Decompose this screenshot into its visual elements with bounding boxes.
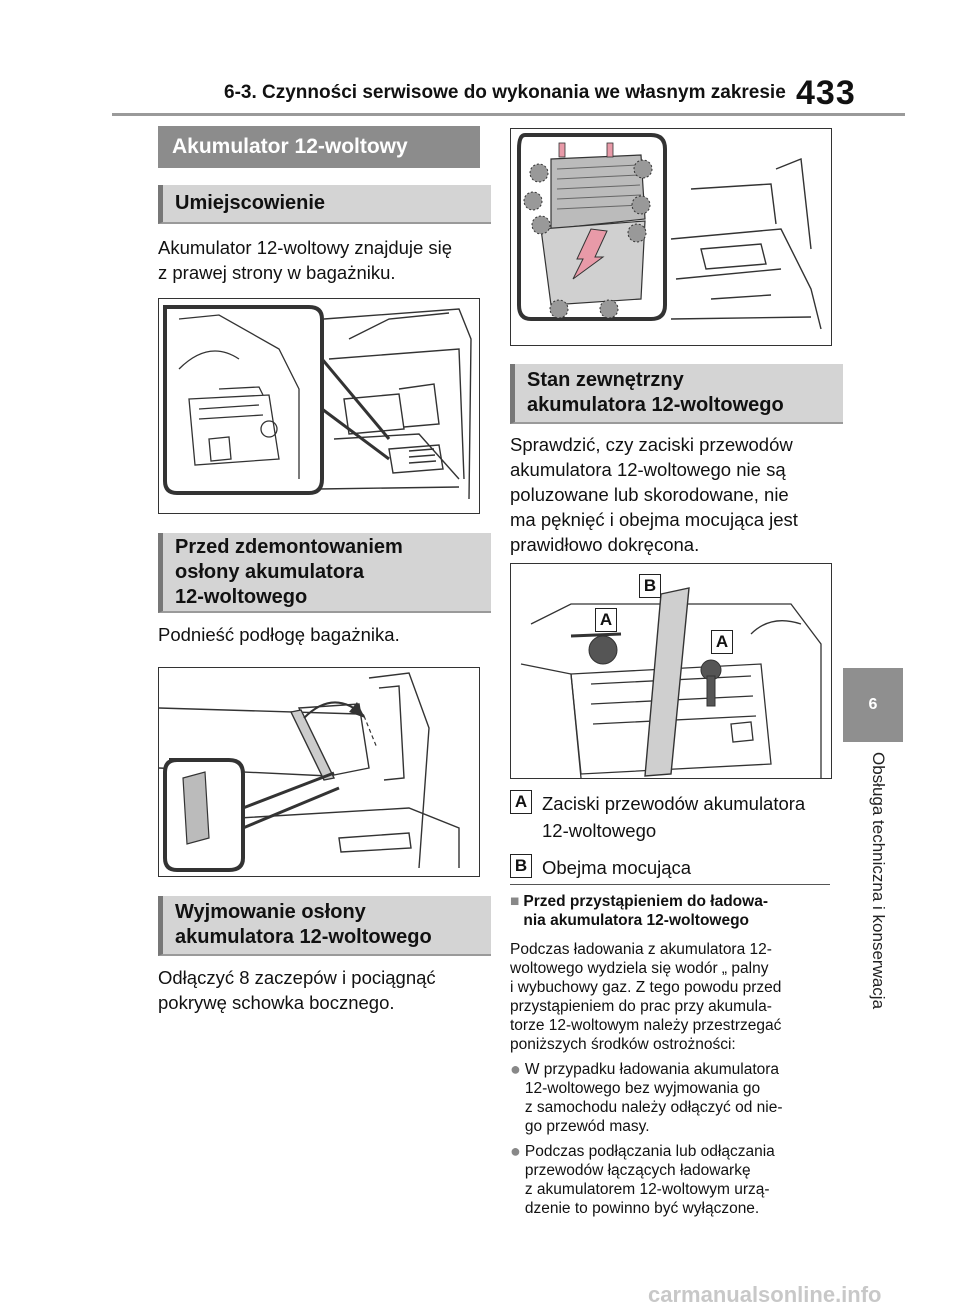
location-paragraph: Akumulator 12-woltowy znajduje się z pra… [158, 235, 488, 285]
cover-removal-paragraph: Odłączyć 8 zaczepów i pociągnąć pokrywę … [158, 965, 488, 1015]
text-line: poniższych środków ostrożności: [510, 1036, 736, 1053]
text-line: Podczas podłączania lub odłączania [524, 1143, 775, 1160]
text-line: przystąpieniem do prac przy akumula- [510, 998, 772, 1015]
side-cover-illustration [517, 133, 822, 330]
bullet-item: ● W przypadku ładowania akumulatora 12-w… [510, 1060, 840, 1136]
battery-condition-paragraph: Sprawdzić, czy zaciski przewodów akumula… [510, 432, 840, 557]
text-line: z samochodu należy odłączyć od nie- [524, 1099, 783, 1116]
running-header-title: 6-3. Czynności serwisowe do wykonania we… [224, 82, 786, 103]
figure-battery-location [158, 298, 480, 514]
chapter-tab-label-wrap: Obsługa techniczna i konserwacja [868, 752, 888, 1082]
bullet-icon: ● [510, 1059, 521, 1079]
figure-legend: A Zaciski przewodów akumulatora 12-wolto… [510, 790, 840, 881]
note-divider [510, 884, 830, 885]
text-line: 12-woltowego bez wyjmowania go [524, 1080, 761, 1097]
heading-line: 12-woltowego [175, 585, 308, 608]
text-line: ma pęknięć i obejma mocująca jest [510, 509, 798, 530]
section-heading-main: Akumulator 12-woltowy [158, 126, 480, 168]
note-block: ■ Przed przystąpieniem do ładowa- nia ak… [510, 892, 840, 1218]
text-line: Sprawdzić, czy zaciski przewodów [510, 434, 793, 455]
legend-text: Zaciski przewodów akumulatora [542, 793, 806, 814]
figure-battery-terminals: B A A [510, 563, 832, 779]
heading-line: nia akumulatora 12-woltowego [523, 912, 750, 929]
figure-label-a-right: A [711, 630, 733, 654]
legend-text: 12-woltowego [542, 820, 657, 841]
text-line: Akumulator 12-woltowy znajduje się [158, 237, 453, 258]
bullet-item: ● Podczas podłączania lub odłączania prz… [510, 1142, 840, 1218]
text-line: i wybuchowy gaz. Z tego powodu przed [510, 979, 782, 996]
text-line: woltowego wydziela się wodór „ palny [510, 960, 769, 977]
note-paragraph: Podczas ładowania z akumulatora 12- wolt… [510, 940, 840, 1054]
figure-label-b: B [639, 574, 661, 598]
legend-key: B [510, 854, 532, 878]
trunk-illustration [163, 305, 472, 500]
text-line: poluzowane lub skorodowane, nie [510, 484, 789, 505]
watermark: carmanualsonline.info [648, 1282, 882, 1307]
bullet-icon: ● [510, 1141, 521, 1161]
text-line: go przewód masy. [524, 1118, 650, 1135]
heading-line: Stan zewnętrzny [527, 369, 684, 391]
figure-label-a-left: A [595, 608, 617, 632]
battery-illustration [520, 587, 822, 778]
section-heading-cover-removal: Wyjmowanie osłony akumulatora 12-woltowe… [158, 896, 491, 956]
text-line: pokrywę schowka bocznego. [158, 992, 395, 1013]
page-number: 433 [796, 74, 856, 112]
trunk-floor-illustration [159, 672, 460, 872]
text-line: przewodów łączących ładowarkę [524, 1162, 751, 1179]
text-line: torze 12-woltowym należy przestrzegać [510, 1017, 782, 1034]
text-line: dzenie to powinno być wyłączone. [524, 1200, 760, 1217]
heading-line: Wyjmowanie osłony [175, 901, 366, 923]
heading-line: Przed przystąpieniem do ładowa- [523, 893, 768, 910]
text-line: z prawej strony w bagażniku. [158, 262, 396, 283]
header-rule [112, 113, 905, 116]
text-line: akumulatora 12-woltowego nie są [510, 459, 786, 480]
figure-side-cover-clips [510, 128, 832, 346]
section-heading-battery-condition: Stan zewnętrzny akumulatora 12-woltowego [510, 364, 843, 424]
chapter-tab-label: Obsługa techniczna i konserwacja [869, 752, 888, 1010]
text-line: W przypadku ładowania akumulatora [524, 1061, 780, 1078]
figure-lift-floor [158, 667, 480, 877]
section-heading-before-removal: Przed zdemontowaniem osłony akumulatora … [158, 533, 491, 613]
section-heading-location: Umiejscowienie [158, 185, 491, 224]
legend-key: A [510, 790, 532, 814]
legend-item: A Zaciski przewodów akumulatora 12-wolto… [510, 790, 840, 844]
heading-line: osłony akumulatora [175, 560, 364, 583]
note-heading: ■ Przed przystąpieniem do ładowa- nia ak… [510, 892, 840, 930]
heading-line: Przed zdemontowaniem [175, 535, 403, 558]
legend-item: B Obejma mocująca [510, 854, 840, 881]
text-line: Odłączyć 8 zaczepów i pociągnąć [158, 967, 436, 988]
legend-text: Obejma mocująca [542, 857, 692, 878]
text-line: z akumulatorem 12-woltowym urzą- [524, 1181, 770, 1198]
heading-line: akumulatora 12-woltowego [175, 926, 432, 948]
chapter-tab-number: 6 [843, 668, 903, 742]
text-line: prawidłowo dokręcona. [510, 534, 700, 555]
heading-line: akumulatora 12-woltowego [527, 394, 784, 416]
note-marker: ■ [510, 893, 520, 910]
text-line: Podczas ładowania z akumulatora 12- [510, 941, 772, 958]
before-removal-paragraph: Podnieść podłogę bagażnika. [158, 624, 400, 645]
